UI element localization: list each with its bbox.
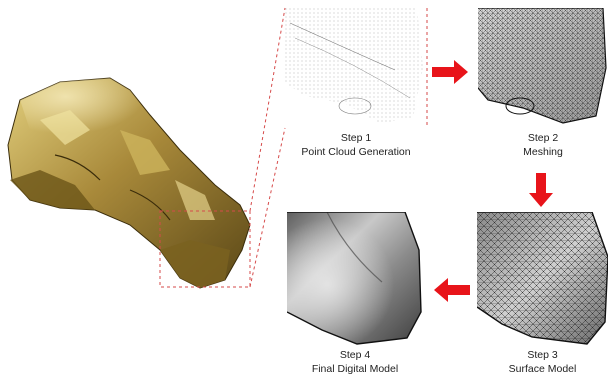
red-arrow-left-icon	[434, 278, 470, 302]
step4-caption: Step 4 Final Digital Model	[287, 348, 423, 376]
step4-number: Step 4	[287, 348, 423, 362]
step3-label: Surface Model	[477, 362, 608, 376]
step4-label: Final Digital Model	[287, 362, 423, 376]
step3-number: Step 3	[477, 348, 608, 362]
step4-final-model-image	[287, 212, 423, 346]
fossil-specimen-image	[0, 60, 265, 300]
step3-surface-model-image	[477, 212, 608, 346]
step2-label: Meshing	[478, 145, 608, 159]
step1-caption: Step 1 Point Cloud Generation	[285, 131, 427, 159]
step2-number: Step 2	[478, 131, 608, 145]
step1-number: Step 1	[285, 131, 427, 145]
step1-label: Point Cloud Generation	[285, 145, 427, 159]
red-arrow-down-icon	[529, 173, 553, 207]
step1-point-cloud-image	[285, 8, 427, 128]
step3-caption: Step 3 Surface Model	[477, 348, 608, 376]
step2-caption: Step 2 Meshing	[478, 131, 608, 159]
step2-mesh-image	[478, 8, 608, 128]
red-arrow-right-icon	[432, 60, 468, 84]
